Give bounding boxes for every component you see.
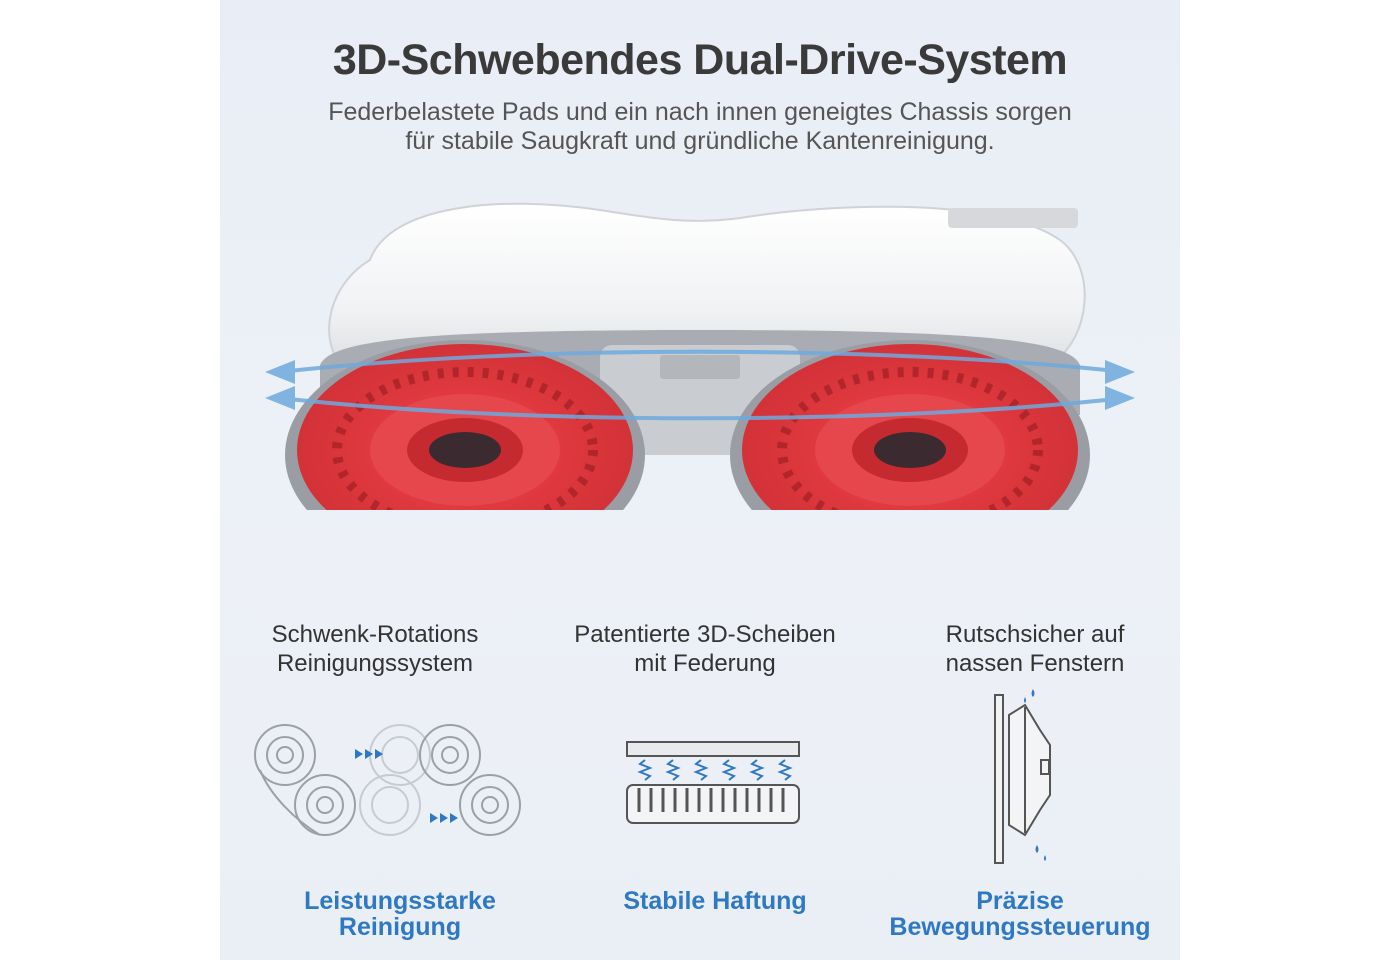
feature-spring-line-1: Patentierte 3D-Scheiben	[574, 621, 836, 648]
benefit-precise-control: Präzise Bewegungssteuerung	[860, 888, 1180, 940]
benefit-precise-line-1: Präzise	[976, 887, 1064, 915]
benefit-stable-adhesion: Stabile Haftung	[555, 888, 875, 914]
benefit-powerful-cleaning: Leistungsstarke Reinigung	[250, 888, 550, 940]
feature-nonslip-line-2: nassen Fenstern	[945, 650, 1125, 677]
wet-window-icon	[994, 689, 1051, 864]
swivel-rotation-icon	[254, 724, 521, 836]
spring-disc-icon	[626, 741, 800, 824]
feature-swivel-line-2: Reinigungssystem	[276, 650, 474, 677]
product-panel: 3D-Schwebendes Dual-Drive-System Federbe…	[220, 0, 1180, 960]
page-title: 3D-Schwebendes Dual-Drive-System	[332, 36, 1068, 84]
page-subtitle: Federbelastete Pads und ein nach innen g…	[220, 98, 1180, 156]
feature-swivel-label: Schwenk-Rotations Reinigungssystem	[240, 620, 510, 678]
subtitle-line-2: für stabile Saugkraft und gründliche Kan…	[405, 127, 995, 155]
benefit-precise-line-2: Bewegungssteuerung	[889, 913, 1151, 941]
feature-nonslip-line-1: Rutschsicher auf	[945, 621, 1125, 648]
robot-product-image	[265, 202, 1135, 510]
left-cleaning-pad	[285, 340, 645, 510]
benefit-stable-line-1: Stabile Haftung	[623, 887, 807, 915]
feature-non-slip-label: Rutschsicher auf nassen Fenstern	[900, 620, 1170, 678]
right-cleaning-pad	[730, 340, 1090, 510]
feature-spring-disc-label: Patentierte 3D-Scheiben mit Federung	[545, 620, 865, 678]
benefit-powerful-line-2: Reinigung	[338, 913, 462, 941]
subtitle-line-1: Federbelastete Pads und ein nach innen g…	[328, 98, 1072, 126]
benefit-powerful-line-1: Leistungsstarke	[304, 887, 496, 915]
feature-spring-line-2: mit Federung	[634, 650, 776, 677]
feature-swivel-line-1: Schwenk-Rotations	[271, 621, 479, 648]
motion-arrows	[265, 349, 1135, 421]
